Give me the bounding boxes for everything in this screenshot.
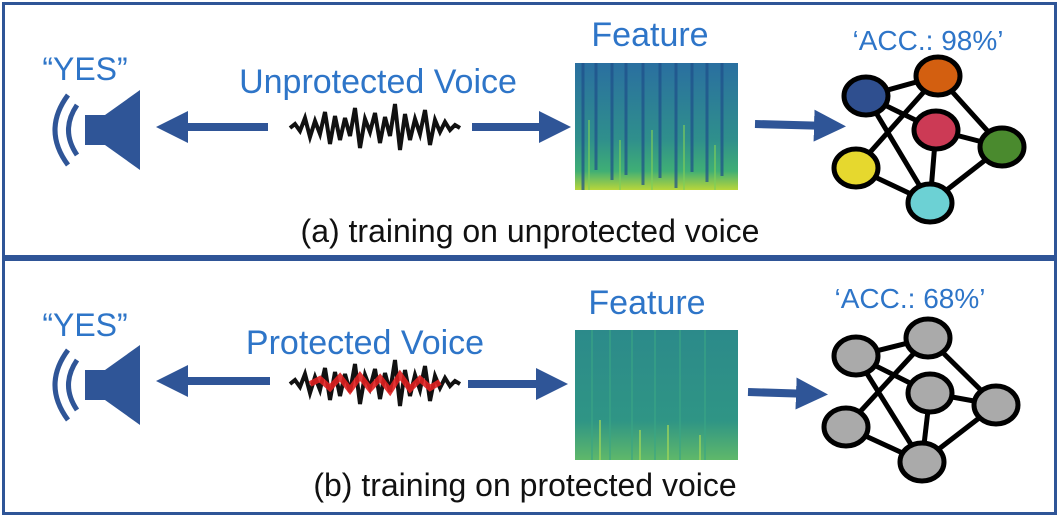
node-gray-5: [821, 405, 871, 449]
node-gray-6: [897, 440, 947, 484]
arrow-to-network-b: [747, 377, 828, 410]
accuracy-label-a: ‘ACC.: 98%’: [853, 25, 1004, 56]
panel-b-content: “YES” Protected Voice Feature: [42, 283, 1021, 503]
node-gray-4: [971, 383, 1021, 427]
neural-network-gray: [821, 316, 1021, 484]
node-gray-3: [905, 371, 955, 415]
speaker-yes-label: “YES”: [42, 51, 127, 87]
node-gray-1: [831, 334, 881, 378]
node-cyan: [905, 181, 955, 225]
node-red: [911, 108, 961, 152]
waveform-icon: [288, 103, 462, 151]
caption-a: (a) training on unprotected voice: [301, 213, 760, 249]
waveform-protected-icon: [288, 359, 462, 407]
accuracy-label-b: ‘ACC.: 68%’: [835, 283, 986, 314]
feature-label-b: Feature: [588, 284, 705, 322]
speaker-icon: [52, 90, 140, 170]
unprotected-voice-label: Unprotected Voice: [239, 63, 517, 101]
panel-a-content: “YES” Unprotected Voice Feature: [42, 16, 1027, 249]
node-yellow: [831, 146, 881, 190]
speaker-yes-label-b: “YES”: [42, 307, 127, 343]
protected-voice-label: Protected Voice: [246, 324, 484, 362]
arrow-to-network-a: [754, 109, 846, 142]
node-blue: [841, 74, 891, 118]
node-orange: [913, 54, 963, 98]
spectrogram-unprotected: [575, 63, 738, 190]
neural-network-colored: [831, 54, 1027, 225]
node-gray-2: [903, 316, 953, 360]
speaker-icon-b: [52, 345, 140, 425]
caption-b: (b) training on protected voice: [313, 467, 736, 503]
node-green: [977, 125, 1027, 169]
feature-label-a: Feature: [591, 16, 708, 54]
spectrogram-protected: [575, 330, 738, 460]
